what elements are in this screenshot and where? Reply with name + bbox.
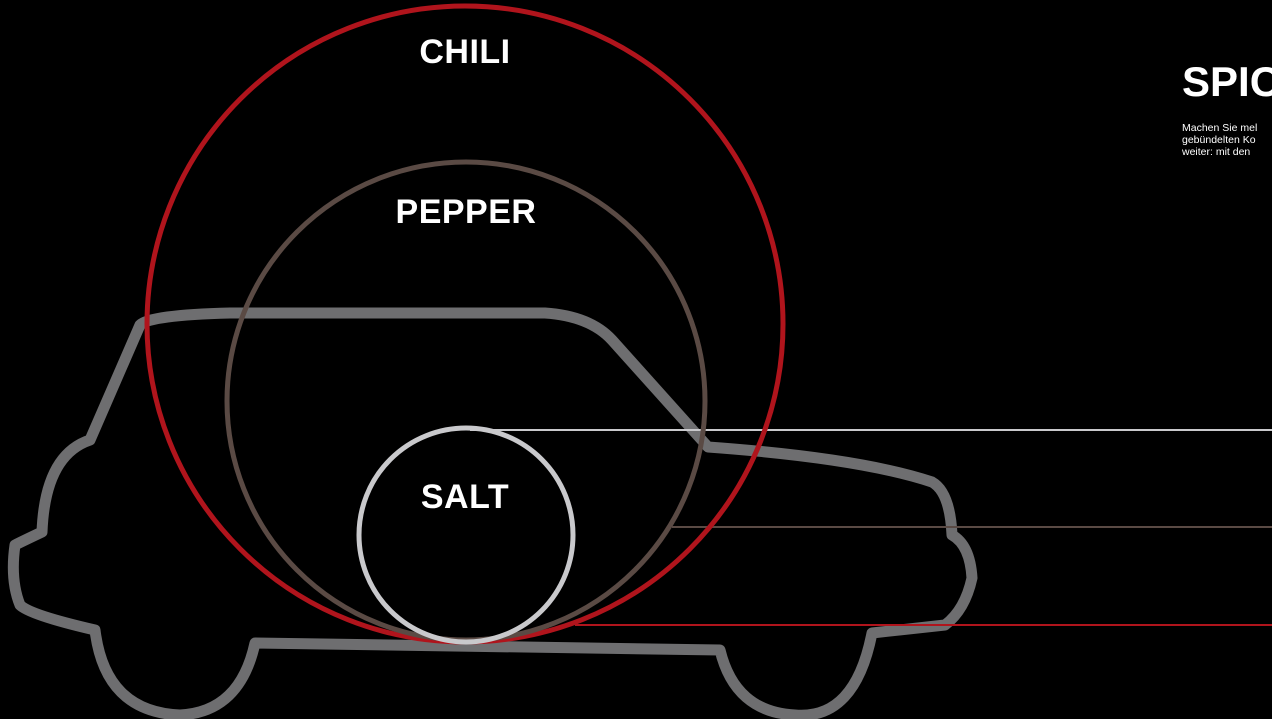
pepper-circle [227,162,705,640]
panel-text-line: gebündelten Ko [1182,134,1272,146]
info-panel: SPIC Machen Sie mel gebündelten Ko weite… [1182,58,1272,158]
chili-label: CHILI [419,33,510,72]
panel-description: Machen Sie mel gebündelten Ko weiter: mi… [1182,122,1272,158]
panel-title: SPIC [1182,58,1272,106]
panel-text-line: weiter: mit den [1182,146,1272,158]
pepper-label: PEPPER [396,193,537,232]
chili-circle [147,6,783,642]
salt-label: SALT [421,478,509,517]
panel-text-line: Machen Sie mel [1182,122,1272,134]
salt-circle [359,428,573,642]
